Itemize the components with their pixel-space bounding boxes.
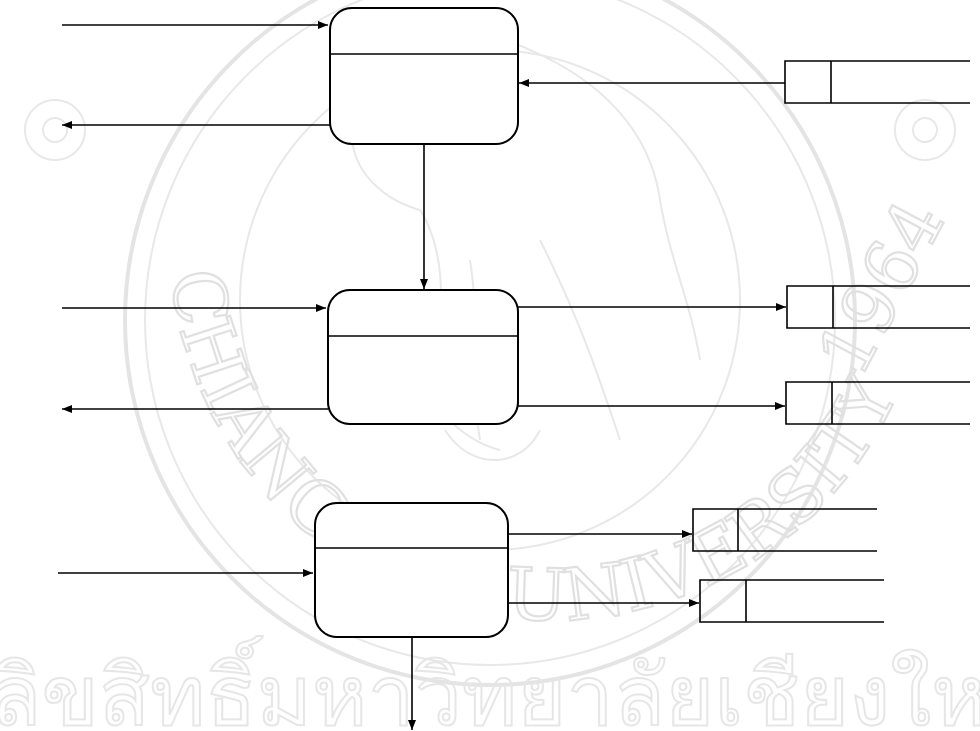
process-1 <box>330 8 518 144</box>
process-2 <box>328 290 518 424</box>
watermark-thai-text: ลิขสิทธิ์มหาวิทยาลัยเชียงใหม่ <box>0 635 980 731</box>
data-store-1 <box>785 61 970 103</box>
watermark-university-text: CHIANG MAI UNIVERSITY <box>154 263 915 638</box>
process-3 <box>315 503 508 637</box>
watermark-year: 1964 <box>801 187 961 388</box>
